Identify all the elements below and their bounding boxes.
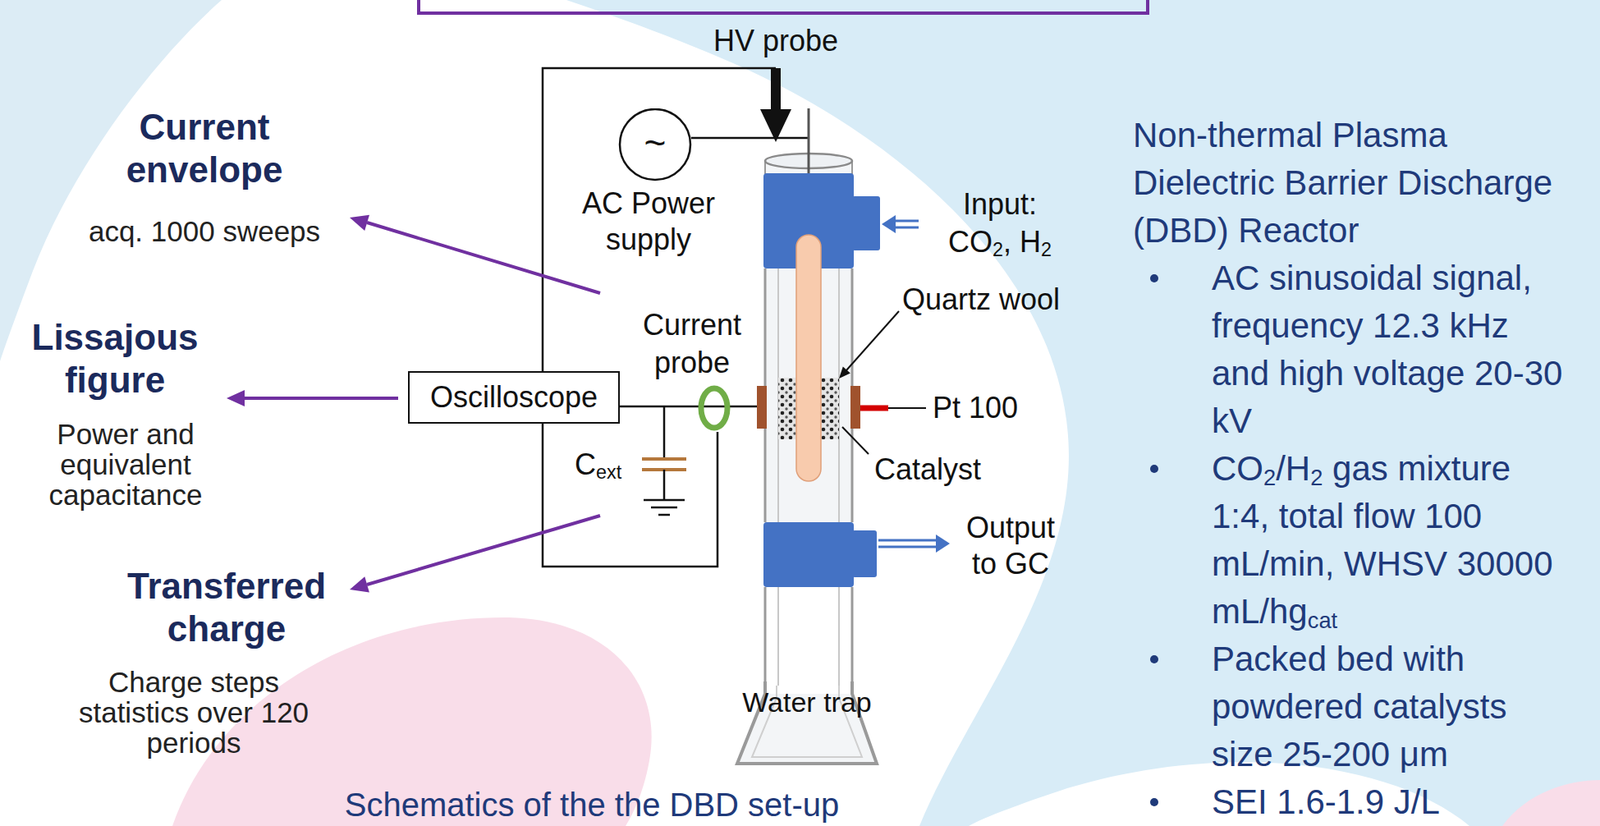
title-frame <box>418 0 1148 14</box>
wire <box>619 405 757 409</box>
bullet-item: CO2/H2 gas mixture 1:4, total flow 100 m… <box>1132 444 1593 636</box>
callout-arrow <box>226 389 245 407</box>
wire <box>663 469 666 500</box>
leader-line <box>842 426 869 454</box>
subscript: 2 <box>992 238 1004 261</box>
glass-tube <box>777 586 780 686</box>
callout-note: acq. 1000 sweeps <box>81 215 328 247</box>
callout-heading: Current envelope <box>97 105 312 192</box>
component-label: Cext <box>574 446 641 483</box>
gas-port <box>852 530 877 578</box>
flask-label: Water trap <box>730 686 884 718</box>
ground-symbol <box>643 499 685 502</box>
bullet-text: CO2/H2 gas mixture 1:4, total flow 100 m… <box>1211 444 1573 636</box>
background-swirl <box>566 0 1600 826</box>
outer-electrode <box>850 385 861 429</box>
part-label: Catalyst <box>874 451 1014 488</box>
flask-node: Water trap <box>730 681 884 767</box>
callout-arrow <box>366 515 601 585</box>
flow-arrow <box>893 220 919 223</box>
part-label: Quartz wool <box>902 281 1100 318</box>
bullet-item: SEI 1.6-1.9 J/L <box>1132 778 1593 826</box>
flow-arrow <box>878 545 938 549</box>
bullet-dot <box>1150 464 1159 473</box>
subscript: cat <box>1307 607 1338 633</box>
electrode-rod <box>807 108 811 177</box>
box-label: Oscilloscope <box>430 380 598 415</box>
pt100-sensor <box>860 405 889 412</box>
figure-caption: Schematics of the the DBD set-up <box>304 786 880 823</box>
callout-note: Power and equivalent capacitance <box>39 418 212 510</box>
bullet-dot <box>1150 274 1159 283</box>
leader-line <box>888 407 927 409</box>
flow-arrow <box>893 226 919 230</box>
bullet-dot <box>1150 655 1159 664</box>
current-probe-ring <box>701 388 728 428</box>
port-label: Input: CO2, H2 <box>938 185 1062 262</box>
bullet-item: Packed bed with powdered catalysts size … <box>1132 635 1593 779</box>
bullet-text: AC sinusoidal signal, frequency 12.3 kHz… <box>1211 254 1573 445</box>
hv-probe-arrow <box>760 109 792 143</box>
inner-electrode <box>796 234 821 482</box>
leader-arrowhead <box>838 366 851 379</box>
glass-tube <box>838 586 840 686</box>
wire <box>663 406 666 459</box>
subscript: 2 <box>1310 464 1323 491</box>
port-label: Output to GC <box>953 509 1069 583</box>
flow-arrow <box>881 215 896 234</box>
panel-heading: Non-thermal Plasma Dielectric Barrier Di… <box>1132 111 1589 255</box>
part-label: HV probe <box>701 24 850 58</box>
bullet-dot <box>1150 797 1159 807</box>
hv-probe-arrow <box>770 68 781 111</box>
ac-symbol: ~ <box>618 119 692 170</box>
leader-line <box>846 311 899 371</box>
power-supply: ~ AC Power supply <box>566 108 731 258</box>
bullet-text: SEI 1.6-1.9 J/L <box>1211 778 1573 826</box>
flow-arrow <box>878 539 938 542</box>
background-swirl <box>1502 779 1600 826</box>
callout-arrow <box>366 222 601 294</box>
info-column: Non-thermal Plasma Dielectric Barrier Di… <box>1132 111 1593 826</box>
glass-tube <box>851 586 854 695</box>
flow-arrow <box>935 534 950 553</box>
node-label: AC Power supply <box>566 185 731 258</box>
callout-heading: Lissajous figure <box>8 316 222 402</box>
wire <box>691 137 809 140</box>
wire <box>542 68 776 567</box>
bullet-text: Packed bed with powdered catalysts size … <box>1211 635 1573 779</box>
ground-symbol <box>651 506 678 509</box>
ac-source-circle <box>619 109 691 180</box>
outer-electrode <box>756 385 767 429</box>
callout-arrow <box>243 396 399 400</box>
gas-port <box>852 196 881 251</box>
subscript: 2 <box>1040 238 1052 261</box>
subscript: ext <box>595 461 622 483</box>
glass-tube <box>764 586 767 695</box>
callout-arrow <box>349 576 370 592</box>
capacitor-symbol <box>641 457 687 461</box>
subscript: 2 <box>1263 464 1276 491</box>
callout-heading: Transferred charge <box>107 564 346 651</box>
ground-symbol <box>658 513 670 517</box>
callout-note: Charge steps statistics over 120 periods <box>70 666 317 758</box>
bullet-item: AC sinusoidal signal, frequency 12.3 kHz… <box>1132 254 1593 445</box>
instrument-box: Oscilloscope <box>408 371 620 424</box>
sensor-label: Pt 100 <box>932 389 1040 427</box>
part-label: Current probe <box>634 306 750 382</box>
reactor-cap <box>763 522 854 587</box>
callout-arrow <box>349 215 370 231</box>
